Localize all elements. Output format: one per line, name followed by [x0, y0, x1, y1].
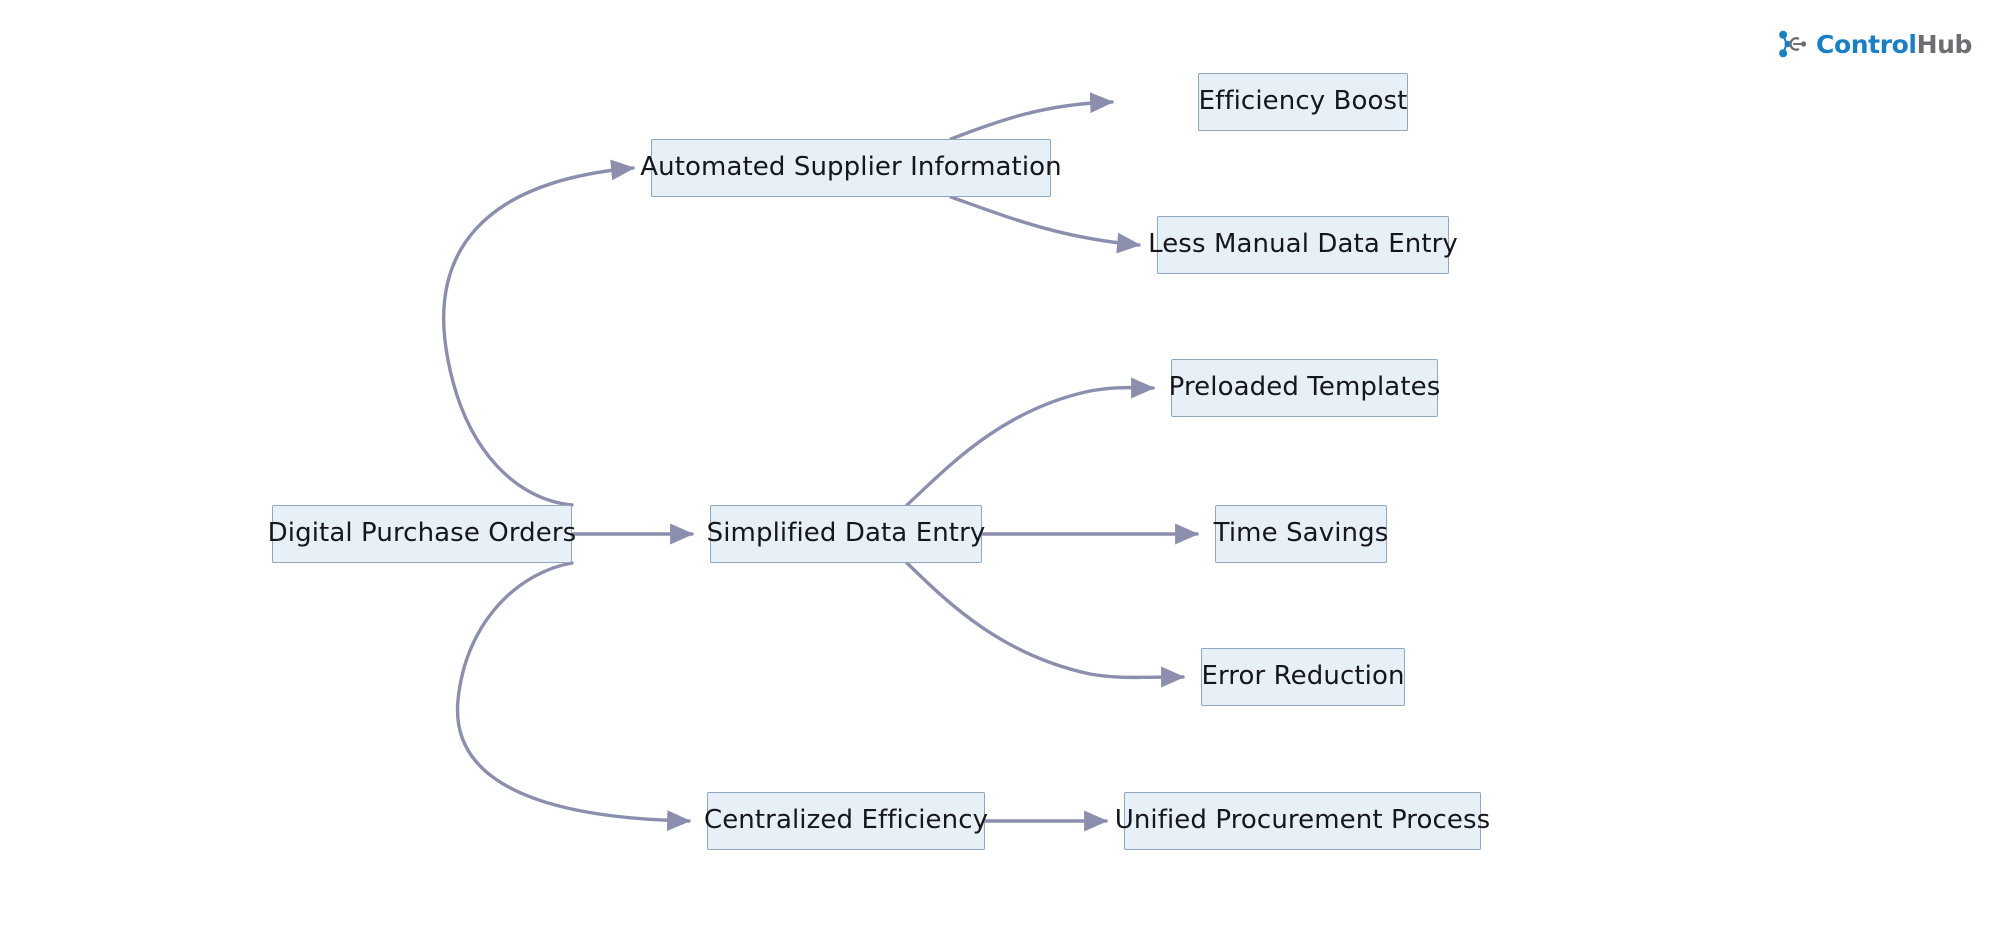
edge-simplified-to-errorreduce: [905, 561, 1185, 688]
node-label: Simplified Data Entry: [706, 518, 986, 549]
node-graph-icon: [1779, 30, 1807, 58]
node-label: Less Manual Data Entry: [1148, 229, 1458, 260]
edge-root-to-centralized: [455, 561, 691, 832]
node-simplified-data-entry[interactable]: Simplified Data Entry: [707, 505, 985, 563]
brand-name-part1: Control: [1816, 29, 1917, 59]
edge-automated-to-efficiency: [949, 92, 1114, 141]
node-unified-procurement-process[interactable]: Unified Procurement Process: [1115, 792, 1490, 850]
node-centralized-efficiency[interactable]: Centralized Efficiency: [703, 792, 989, 850]
node-time-savings[interactable]: Time Savings: [1213, 505, 1389, 563]
edge-simplified-to-preloaded: [905, 377, 1155, 507]
node-digital-purchase-orders[interactable]: Digital Purchase Orders: [268, 505, 576, 563]
controlhub-logo: ControlHub: [1775, 24, 1972, 64]
edge-automated-to-lessmanual: [949, 195, 1141, 254]
node-automated-supplier-information[interactable]: Automated Supplier Information: [640, 139, 1062, 197]
brand-wordmark: ControlHub: [1816, 32, 1972, 57]
node-label: Unified Procurement Process: [1114, 805, 1491, 836]
node-preloaded-templates[interactable]: Preloaded Templates: [1168, 359, 1441, 417]
node-label: Error Reduction: [1201, 661, 1405, 692]
node-error-reduction[interactable]: Error Reduction: [1201, 648, 1405, 706]
node-label: Centralized Efficiency: [703, 805, 989, 836]
edge-root-to-automated: [442, 159, 635, 507]
node-label: Automated Supplier Information: [640, 152, 1062, 183]
node-label: Time Savings: [1213, 518, 1389, 549]
node-less-manual-data-entry[interactable]: Less Manual Data Entry: [1148, 216, 1458, 274]
node-label: Preloaded Templates: [1168, 372, 1441, 403]
brand-name-part2: Hub: [1916, 29, 1973, 59]
node-label: Efficiency Boost: [1198, 86, 1408, 117]
node-efficiency-boost[interactable]: Efficiency Boost: [1198, 73, 1408, 131]
node-label: Digital Purchase Orders: [267, 518, 577, 549]
